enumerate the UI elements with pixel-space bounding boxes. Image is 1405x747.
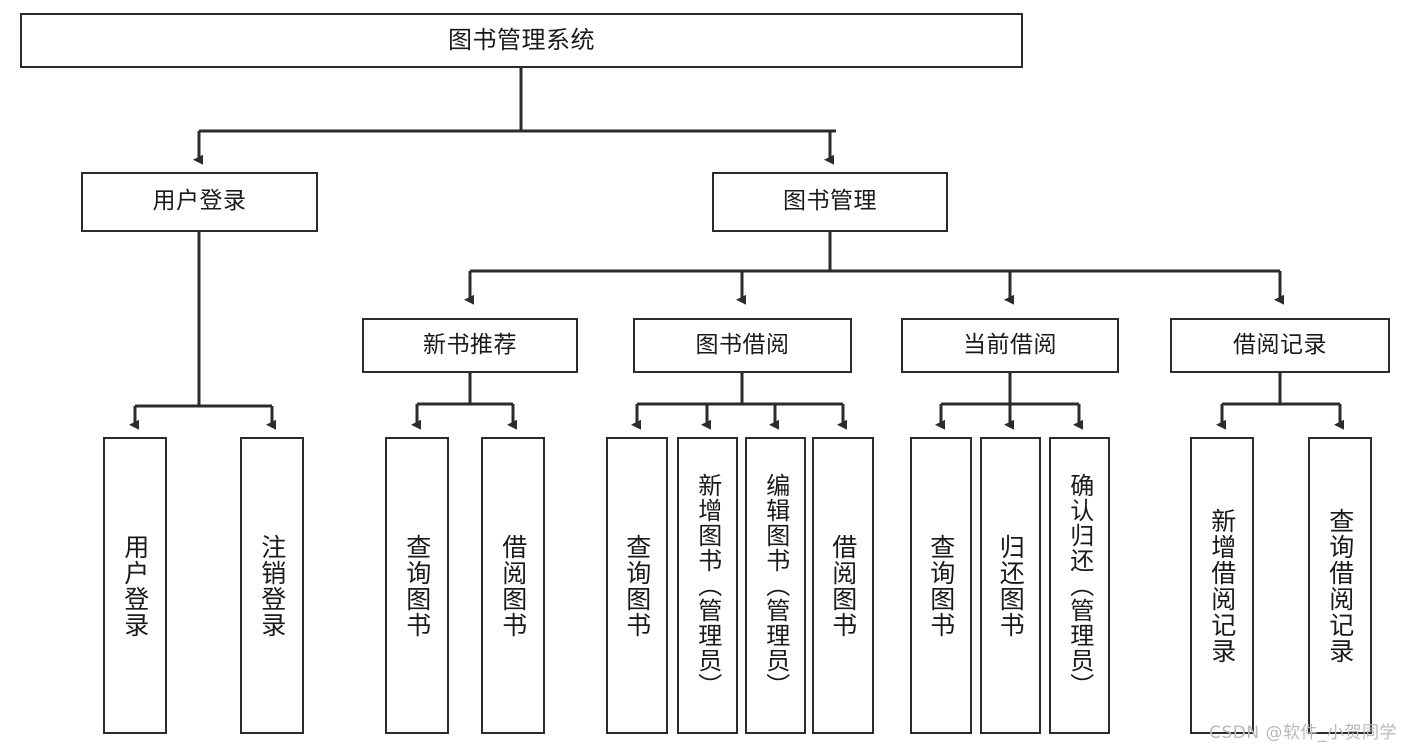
leaf-logout[interactable]: 注销登录: [240, 437, 304, 734]
leaf-add-borrow-record[interactable]: 新增借阅记录: [1190, 437, 1254, 734]
node-label: 借阅图书: [498, 533, 528, 638]
node-label: 查询借阅记录: [1325, 507, 1355, 664]
leaf-return-book[interactable]: 归还图书: [980, 437, 1041, 734]
node-label: 新增图书（管理员）: [693, 473, 722, 698]
leaf-query-borrow-record[interactable]: 查询借阅记录: [1308, 437, 1372, 734]
node-root-book-management-system[interactable]: 图书管理系统: [20, 13, 1023, 68]
watermark-text: CSDN @软件_小贺同学: [1209, 723, 1397, 743]
node-label: 新书推荐: [423, 331, 517, 358]
node-label: 查询图书: [622, 533, 652, 638]
node-current-borrow[interactable]: 当前借阅: [901, 318, 1119, 373]
node-new-book-recommend[interactable]: 新书推荐: [362, 318, 578, 373]
node-label: 归还图书: [996, 533, 1026, 638]
node-label: 新增借阅记录: [1207, 507, 1237, 664]
leaf-borrow-book[interactable]: 借阅图书: [812, 437, 874, 734]
node-label: 注销登录: [257, 533, 287, 638]
node-label: 借阅图书: [828, 533, 858, 638]
leaf-confirm-return-admin[interactable]: 确认归还（管理员）: [1049, 437, 1110, 734]
node-label: 图书管理系统: [448, 26, 595, 55]
node-label: 查询图书: [926, 533, 956, 638]
node-label: 查询图书: [402, 533, 432, 638]
leaf-query-book-recommend[interactable]: 查询图书: [385, 437, 449, 734]
leaf-borrow-book-recommend[interactable]: 借阅图书: [481, 437, 545, 734]
node-label: 编辑图书（管理员）: [761, 473, 790, 698]
leaf-query-book-borrow[interactable]: 查询图书: [606, 437, 668, 734]
node-user-login[interactable]: 用户登录: [81, 172, 318, 232]
leaf-add-book-admin[interactable]: 新增图书（管理员）: [677, 437, 738, 734]
leaf-edit-book-admin[interactable]: 编辑图书（管理员）: [745, 437, 806, 734]
node-borrow-record[interactable]: 借阅记录: [1170, 318, 1390, 373]
leaf-user-login[interactable]: 用户登录: [103, 437, 167, 734]
node-label: 图书管理: [783, 188, 877, 215]
node-label: 确认归还（管理员）: [1065, 473, 1094, 698]
leaf-query-book-current[interactable]: 查询图书: [910, 437, 972, 734]
node-book-borrow[interactable]: 图书借阅: [633, 318, 852, 373]
node-label: 借阅记录: [1233, 331, 1327, 358]
node-label: 用户登录: [120, 533, 150, 638]
node-label: 用户登录: [152, 188, 247, 215]
node-label: 图书借阅: [695, 331, 790, 358]
node-book-management[interactable]: 图书管理: [712, 172, 948, 232]
node-label: 当前借阅: [963, 331, 1057, 358]
